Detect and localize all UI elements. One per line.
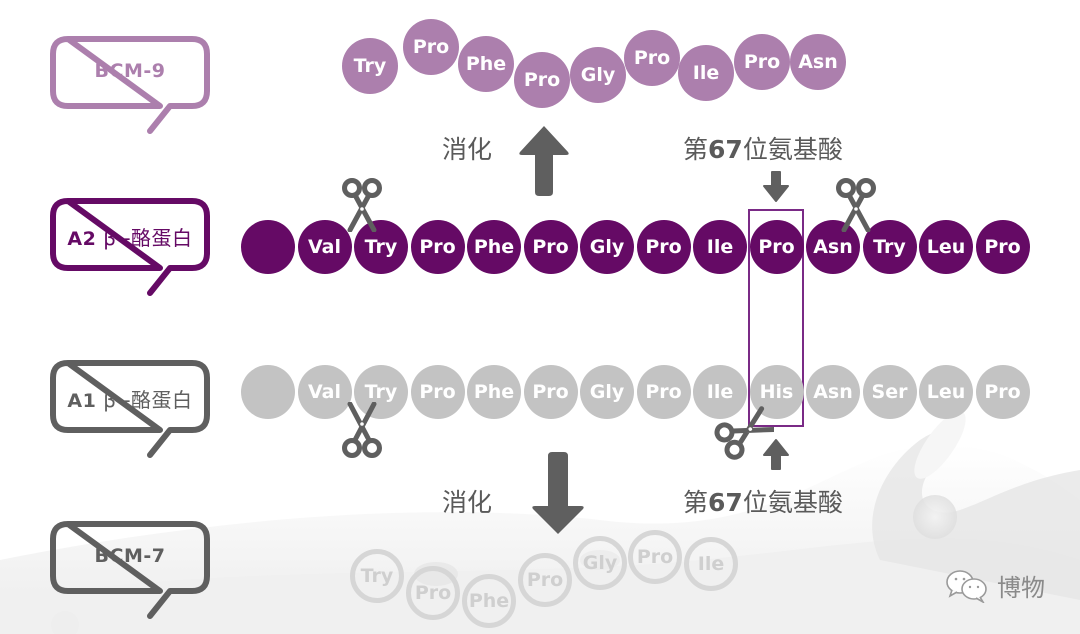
arrow-down-icon (532, 452, 584, 534)
scissors-icon (836, 178, 876, 232)
residue-try: Try (350, 549, 404, 603)
a1-casein-label: A1 β -酪蛋白 (50, 384, 210, 413)
bubble-a2: A2 β -酪蛋白 (50, 198, 215, 298)
residue-phe: Phe (458, 36, 514, 92)
residue-ile: Ile (684, 537, 738, 591)
residue-pro: Pro (628, 530, 682, 584)
residue-try: Try (354, 220, 408, 274)
residue-phe: Phe (467, 365, 521, 419)
wechat-icon (946, 569, 987, 603)
a2-casein-label: A2 β -酪蛋白 (50, 222, 210, 251)
residue-pro: Pro (403, 19, 459, 75)
caption-post: 位氨基酸 (742, 135, 843, 164)
residue-gly: Gly (580, 220, 634, 274)
caption-num: 67 (708, 135, 743, 164)
caption-pre: 第 (683, 135, 709, 164)
position-67-caption-bottom: 第67位氨基酸 (683, 483, 843, 519)
residue-leu: Leu (919, 365, 973, 419)
scissors-icon (342, 178, 382, 232)
residue-gly: Gly (580, 365, 634, 419)
scissors-icon (714, 406, 774, 460)
speech-bubble-icon (50, 360, 210, 458)
caption-post: 位氨基酸 (742, 488, 843, 517)
position-67-caption-top: 第67位氨基酸 (683, 130, 843, 166)
residue-pro: Pro (514, 52, 570, 108)
residue-val: Val (297, 220, 352, 274)
residue-pro: Pro (975, 365, 1030, 419)
a2-prefix: A2 (67, 228, 97, 250)
speech-bubble-icon (50, 521, 210, 619)
residue-ile: Ile (693, 365, 747, 419)
residue-try: Try (862, 220, 917, 274)
brand-watermark: 博物 (945, 568, 1045, 603)
small-arrow-down-icon (763, 171, 789, 202)
residue-ile: Ile (693, 220, 747, 274)
residue-asn: Asn (806, 220, 860, 274)
residue-pro: Pro (410, 220, 465, 274)
arrow-up-icon (519, 126, 569, 196)
a2-suffix: β -酪蛋白 (96, 226, 193, 250)
residue-pro: Pro (624, 30, 680, 86)
residue-pro: Pro (406, 566, 460, 620)
residue-gly: Gly (570, 47, 626, 103)
residue-gly: Gly (573, 536, 627, 590)
caption-num: 67 (708, 488, 743, 517)
residue-start (241, 220, 295, 274)
residue-ile: Ile (678, 45, 734, 101)
residue-pro: Pro (523, 220, 578, 274)
residue-try: Try (354, 365, 408, 419)
residue-pro: Pro (636, 220, 691, 274)
residue-try: Try (342, 38, 398, 94)
position-67-highlight-box (748, 209, 804, 427)
residue-pro: Pro (749, 220, 804, 274)
residue-start (241, 365, 295, 419)
a1-suffix: β -酪蛋白 (96, 388, 193, 412)
residue-val: Val (297, 365, 352, 419)
bcm7-label: BCM-7 (94, 545, 166, 567)
bubble-a1: A1 β -酪蛋白 (50, 360, 215, 460)
bcm9-label: BCM-9 (94, 60, 166, 82)
residue-pro: Pro (734, 34, 790, 90)
caption-pre: 第 (683, 488, 709, 517)
residue-leu: Leu (919, 220, 973, 274)
residue-phe: Phe (467, 220, 521, 274)
small-arrow-up-icon (763, 439, 789, 470)
residue-pro: Pro (518, 553, 572, 607)
residue-pro: Pro (636, 365, 691, 419)
residue-pro: Pro (975, 220, 1030, 274)
scissors-icon (342, 402, 382, 458)
residue-asn: Asn (806, 365, 860, 419)
a1-prefix: A1 (67, 390, 97, 412)
residue-pro: Pro (410, 365, 465, 419)
residue-asn: Asn (790, 34, 846, 90)
speech-bubble-icon (50, 36, 210, 134)
digest-caption-bottom: 消化 (442, 488, 493, 517)
bubble-bcm7: BCM-7 (50, 521, 215, 621)
residue-ser: Ser (862, 365, 917, 419)
residue-phe: Phe (462, 574, 516, 628)
bubble-bcm9: BCM-9 (50, 36, 215, 136)
digest-caption-top: 消化 (442, 135, 493, 164)
brand-text: 博物 (997, 574, 1045, 602)
speech-bubble-icon (50, 198, 210, 296)
residue-pro: Pro (523, 365, 578, 419)
